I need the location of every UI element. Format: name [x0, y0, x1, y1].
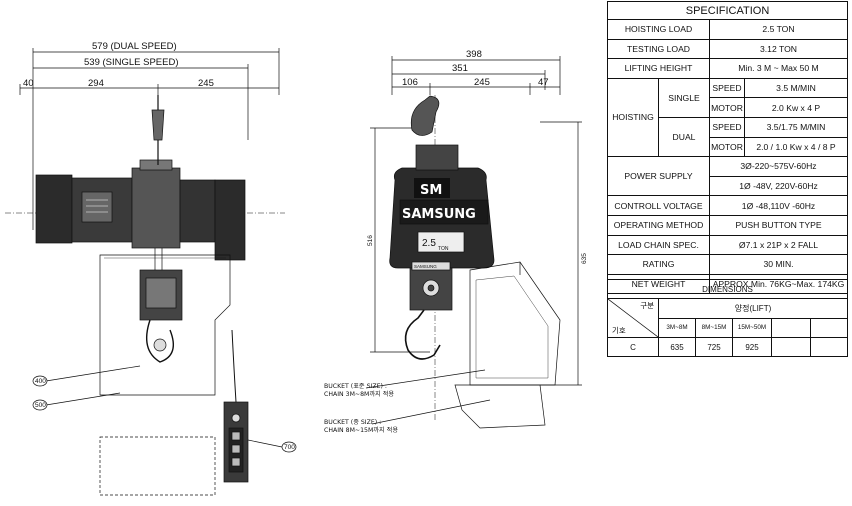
bucket-std-leader [365, 369, 486, 389]
single-speed-label: SPEED [709, 77, 745, 99]
power-supply-3ph: 3Ø-220~575V-60Hz [709, 156, 848, 177]
corner-diagonal [608, 299, 658, 337]
load-chain-value: Ø7.1 x 21P x 2 FALL [709, 234, 848, 256]
capacity-plate-value: 2.5 [422, 238, 436, 249]
lifting-height-label: LIFTING HEIGHT [607, 58, 710, 79]
pendant-switch [223, 329, 249, 483]
dim-398: 398 [466, 49, 482, 60]
col-8m-15m: 8M~15M [695, 317, 733, 338]
c-value-3m-8m: 635 [658, 337, 696, 357]
dual-speed-value: 3.5/1.75 M/MIN [744, 116, 848, 138]
dim-dual-speed: 579 (DUAL SPEED) [92, 41, 177, 52]
c-value-empty-2 [810, 337, 848, 357]
dual-speed-label: SPEED [709, 116, 745, 138]
dimensions-table: DIMENSIONS 구분 기호 양정(LIFT) 3M~8M 8M~15M 1… [607, 279, 848, 357]
dim-47: 47 [538, 77, 549, 88]
dim-40: 40 [23, 78, 34, 89]
side-dimensions [370, 56, 582, 386]
rating-label: RATING [607, 254, 710, 275]
top-hook [151, 95, 165, 165]
lifting-height-value: Min. 3 M ~ Max 50 M [709, 58, 848, 79]
front-dimensions [19, 48, 280, 230]
c-value-8m-15m: 725 [695, 337, 733, 357]
dim-294: 294 [88, 78, 104, 89]
dimensions-title: DIMENSIONS [607, 279, 848, 299]
bucket-std-line2: CHAIN 3M~8M까지 적용 [324, 391, 395, 398]
dim-635: 635 [581, 253, 588, 264]
hook-block [139, 248, 183, 363]
hoist-motor [35, 159, 246, 261]
dual-motor-value: 2.0 / 1.0 Kw x 4 / 8 P [744, 136, 848, 158]
hoisting-label: HOISTING [607, 77, 659, 158]
dim-single-speed: 539 (SINGLE SPEED) [84, 57, 179, 68]
single-label: SINGLE [658, 77, 710, 118]
testing-load-label: TESTING LOAD [607, 38, 710, 60]
col-empty-1 [771, 317, 811, 338]
side-view: 398 351 106 245 47 516 635 SM SAMSUNG 2.… [365, 49, 588, 429]
dim-106: 106 [402, 77, 418, 88]
col-3m-8m: 3M~8M [658, 317, 696, 338]
brand-logo: SM [420, 183, 442, 198]
bucket-mid-note: BUCKET (중 SIZE) : CHAIN 8M~15M까지 적용 [324, 419, 398, 435]
operating-method-label: OPERATING METHOD [607, 214, 710, 236]
side-top-hook [410, 95, 440, 136]
capacity-plate-unit: TON [438, 246, 449, 252]
spec-title: SPECIFICATION [607, 1, 848, 20]
dual-motor-label: MOTOR [709, 136, 745, 158]
rating-value: 30 MIN. [709, 254, 848, 275]
callout-leaders [45, 365, 283, 448]
single-speed-value: 3.5 M/MIN [744, 77, 848, 99]
c-value-15m-50m: 925 [732, 337, 772, 357]
col-empty-2 [810, 317, 848, 338]
single-motor-label: MOTOR [709, 97, 745, 118]
lift-group-label: 양정(LIFT) [658, 298, 848, 319]
control-voltage-label: CONTROLL VOLTAGE [607, 195, 710, 216]
callout-700: 700 [284, 444, 295, 451]
bucket-std-note: BUCKET (표준 SIZE) : CHAIN 3M~8M까지 적용 [324, 383, 394, 399]
dim-245-side: 245 [474, 77, 490, 88]
dual-label: DUAL [658, 116, 710, 158]
hoisting-load-value: 2.5 TON [709, 19, 848, 40]
testing-load-value: 3.12 TON [709, 38, 848, 60]
hook-block-label: SAMSUNG [414, 264, 437, 269]
corner-bottom-label: 기호 [612, 326, 626, 335]
bucket-std-line1: BUCKET (표준 SIZE) : [324, 383, 387, 390]
load-chain-label: LOAD CHAIN SPEC. [607, 234, 710, 256]
brand-name: SAMSUNG [402, 207, 476, 222]
chain-bucket [99, 254, 231, 496]
operating-method-value: PUSH BUTTON TYPE [709, 214, 848, 236]
bucket-mid-leader [371, 399, 491, 425]
front-view: 579 (DUAL SPEED) 539 (SINGLE SPEED) 40 2… [5, 41, 297, 496]
hoisting-load-label: HOISTING LOAD [607, 19, 710, 40]
single-motor-value: 2.0 Kw x 4 P [744, 97, 848, 118]
callout-500: 500 [35, 402, 46, 409]
power-supply-label: POWER SUPPLY [607, 156, 710, 197]
row-symbol-c: C [607, 337, 659, 357]
dim-516: 516 [367, 235, 374, 246]
dim-351: 351 [452, 63, 468, 74]
side-hook-block [404, 261, 453, 360]
corner-top-label: 구분 [640, 301, 654, 310]
dim-245: 245 [198, 78, 214, 89]
control-voltage-value: 1Ø -48,110V -60Hz [709, 195, 848, 216]
c-value-empty-1 [771, 337, 811, 357]
dimensions-corner-cell: 구분 기호 [607, 298, 659, 338]
bucket-mid-line1: BUCKET (중 SIZE) : [324, 419, 382, 426]
side-bucket [454, 261, 561, 429]
bucket-mid-line2: CHAIN 8M~15M까지 적용 [324, 427, 399, 434]
power-supply-1ph: 1Ø -48V, 220V-60Hz [709, 175, 848, 197]
callout-400: 400 [35, 378, 46, 385]
hoist-body [389, 144, 495, 269]
col-15m-50m: 15M~50M [732, 317, 772, 338]
specification-table: SPECIFICATION HOISTING LOAD 2.5 TON TEST… [607, 1, 848, 295]
